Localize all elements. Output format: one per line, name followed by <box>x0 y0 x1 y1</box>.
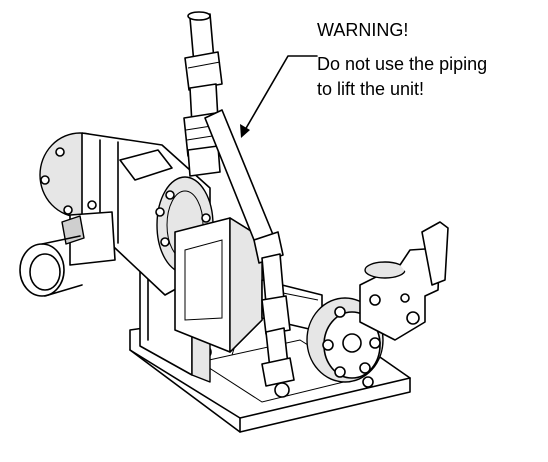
warning-line-2: to lift the unit! <box>317 79 425 99</box>
warning-leader <box>240 55 318 138</box>
inlet-port <box>19 211 116 297</box>
warning-line-1: Do not use the piping <box>317 54 488 74</box>
valve-assembly <box>359 221 449 341</box>
warning-title: WARNING! <box>317 20 409 40</box>
pump-housing <box>174 217 263 353</box>
bypass-pipe <box>204 109 295 387</box>
